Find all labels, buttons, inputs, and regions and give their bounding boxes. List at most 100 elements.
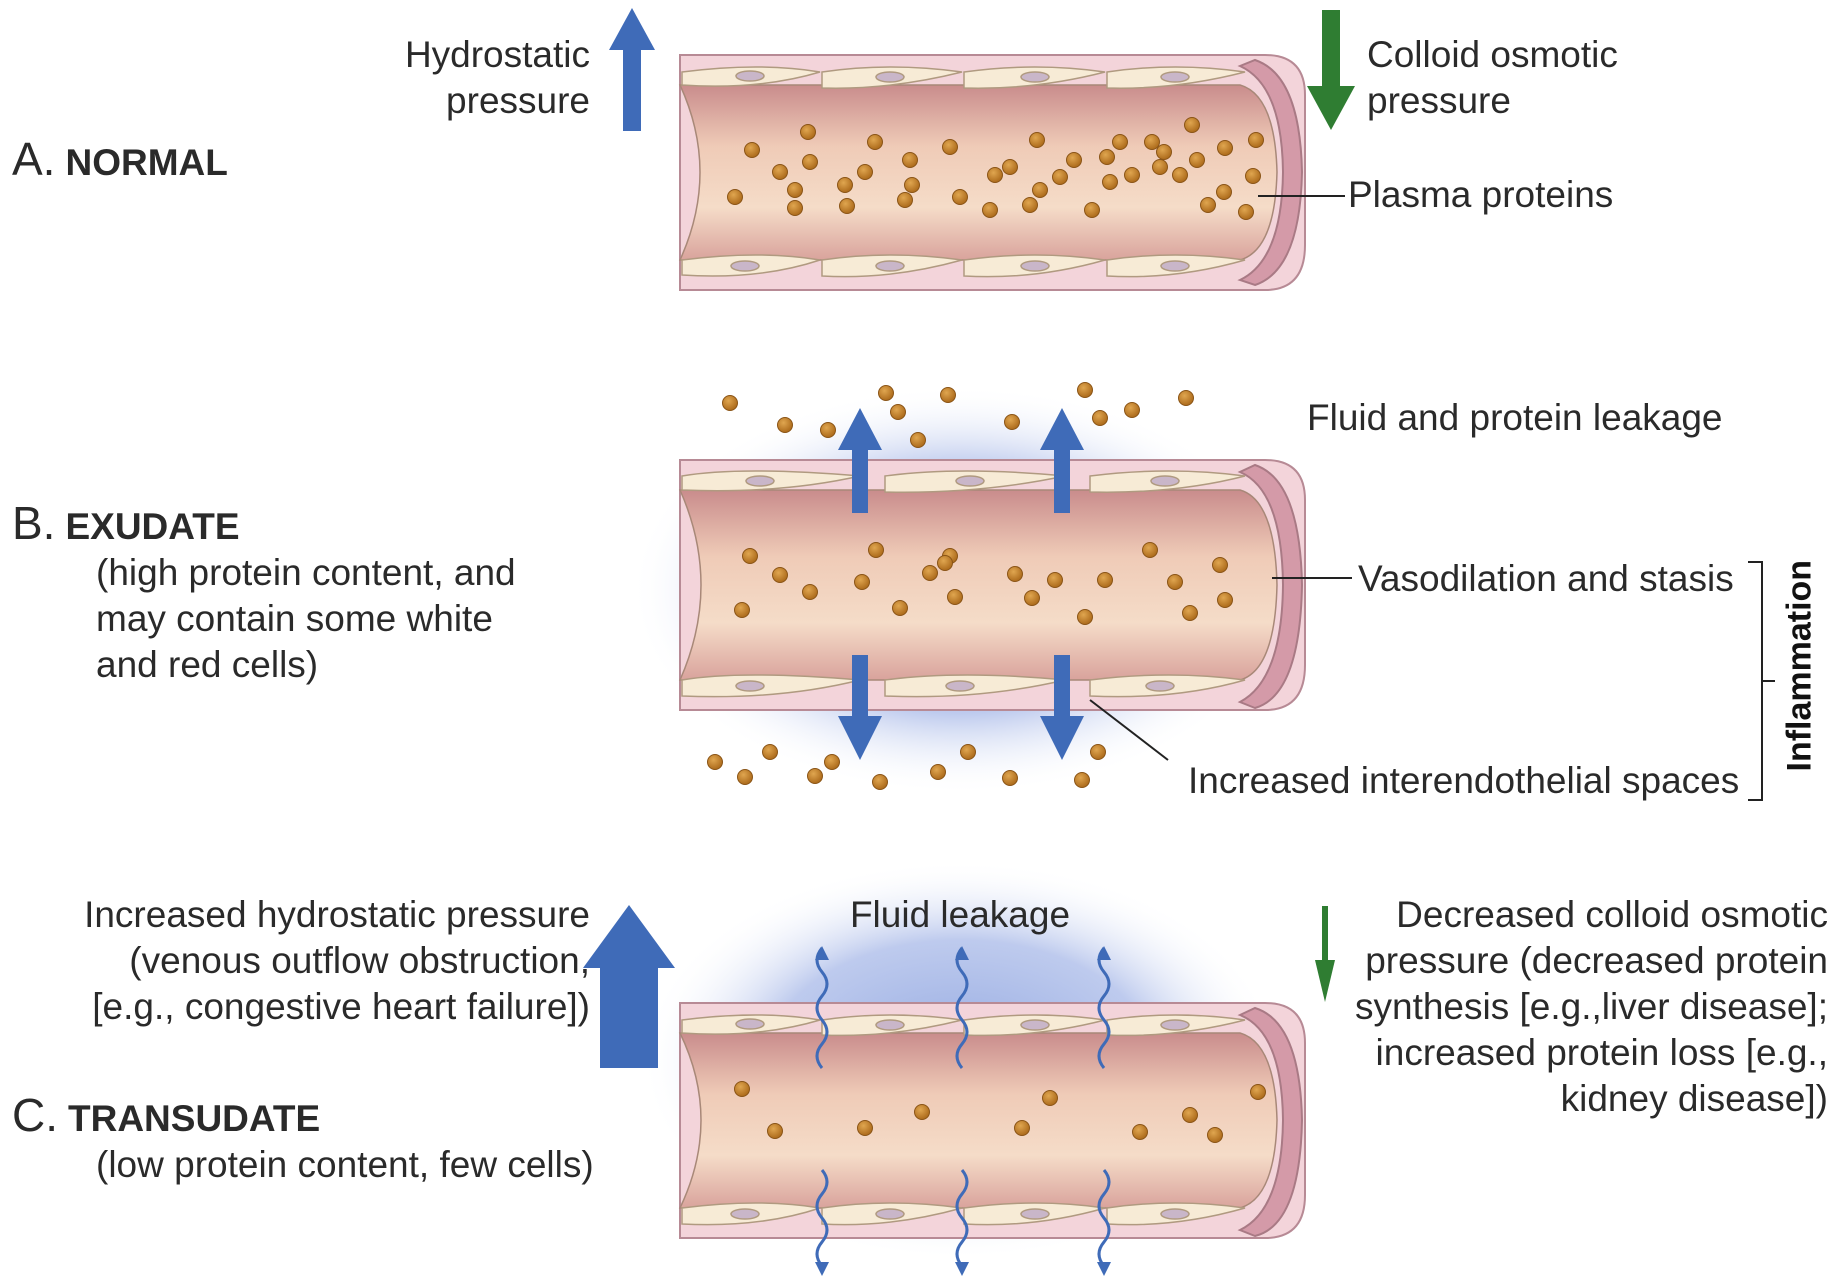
protein-dot xyxy=(728,190,743,205)
decreased-colloid-line-4: increased protein loss [e.g., xyxy=(1300,1030,1828,1076)
protein-dot xyxy=(773,165,788,180)
decreased-colloid-line-2: pressure (decreased protein xyxy=(1300,938,1828,984)
protein-dot xyxy=(825,755,840,770)
protein-dot xyxy=(938,556,953,571)
colloid-osmotic-line-2: pressure xyxy=(1367,78,1618,124)
protein-dot xyxy=(903,153,918,168)
protein-dot xyxy=(869,543,884,558)
protein-dot xyxy=(931,765,946,780)
protein-dot xyxy=(1033,183,1048,198)
decreased-colloid-line-1: Decreased colloid osmotic xyxy=(1300,892,1828,938)
protein-dot xyxy=(768,1124,783,1139)
protein-dot xyxy=(1025,591,1040,606)
protein-dot xyxy=(1133,1125,1148,1140)
protein-dot xyxy=(1093,411,1108,426)
exudate-description: (high protein content, and may contain s… xyxy=(96,550,516,688)
protein-dot xyxy=(1246,169,1261,184)
protein-dot xyxy=(723,396,738,411)
colloid-osmotic-line-1: Colloid osmotic xyxy=(1367,32,1618,78)
protein-dot xyxy=(840,199,855,214)
protein-dot xyxy=(1218,593,1233,608)
protein-dot xyxy=(1183,1108,1198,1123)
protein-dot xyxy=(1145,135,1160,150)
protein-dot xyxy=(743,549,758,564)
protein-dot xyxy=(1157,145,1172,160)
protein-dot xyxy=(1048,573,1063,588)
protein-dot xyxy=(1043,1091,1058,1106)
protein-dot xyxy=(915,1105,930,1120)
protein-dot xyxy=(1053,170,1068,185)
protein-dot xyxy=(738,770,753,785)
protein-dot xyxy=(1078,383,1093,398)
protein-dot xyxy=(941,388,956,403)
fluid-leakage-label: Fluid leakage xyxy=(830,892,1090,938)
protein-dot xyxy=(1015,1121,1030,1136)
section-c-title: C.TRANSUDATE xyxy=(12,1092,320,1142)
protein-dot xyxy=(1213,558,1228,573)
protein-dot xyxy=(1098,573,1113,588)
protein-dot xyxy=(745,143,760,158)
hydrostatic-pressure-line-2: pressure xyxy=(370,78,590,124)
protein-dot xyxy=(735,1082,750,1097)
vasodilation-stasis-label: Vasodilation and stasis xyxy=(1358,556,1734,602)
protein-dot xyxy=(1185,118,1200,133)
protein-dot xyxy=(1143,543,1158,558)
section-b-letter: B. xyxy=(12,497,55,549)
protein-dot xyxy=(983,203,998,218)
endothelium-bottom-exudate xyxy=(682,675,1245,697)
section-a-title: A.NORMAL xyxy=(12,136,228,186)
protein-dot xyxy=(708,755,723,770)
plasma-proteins-label: Plasma proteins xyxy=(1348,172,1613,218)
protein-dot xyxy=(923,566,938,581)
section-a-letter: A. xyxy=(12,133,55,185)
protein-dot xyxy=(1030,133,1045,148)
increased-hydrostatic-line-3: [e.g., congestive heart failure]) xyxy=(70,984,590,1030)
protein-dot xyxy=(891,405,906,420)
protein-dot xyxy=(868,135,883,150)
decreased-colloid-label: Decreased colloid osmotic pressure (decr… xyxy=(1300,892,1828,1122)
arrow-up-hydrostatic-normal xyxy=(609,8,655,131)
protein-dot xyxy=(858,165,873,180)
inflammation-label: Inflammation xyxy=(1781,592,1820,772)
hydrostatic-pressure-label: Hydrostatic pressure xyxy=(370,32,590,124)
protein-dot xyxy=(1125,403,1140,418)
protein-dot xyxy=(1023,198,1038,213)
exudate-desc-line-2: may contain some white xyxy=(96,596,516,642)
protein-dot xyxy=(1208,1128,1223,1143)
section-a-name: NORMAL xyxy=(65,142,227,183)
protein-dot xyxy=(873,775,888,790)
increased-hydrostatic-label: Increased hydrostatic pressure (venous o… xyxy=(70,892,590,1030)
protein-dot xyxy=(788,201,803,216)
protein-dot xyxy=(1173,168,1188,183)
protein-dot xyxy=(948,590,963,605)
protein-dot xyxy=(1113,135,1128,150)
protein-dot xyxy=(1008,567,1023,582)
increased-hydrostatic-line-2: (venous outflow obstruction, xyxy=(70,938,590,984)
protein-dot xyxy=(778,418,793,433)
protein-dot xyxy=(773,568,788,583)
protein-dot xyxy=(1075,773,1090,788)
protein-dot xyxy=(1003,771,1018,786)
protein-dot xyxy=(1218,141,1233,156)
protein-dot xyxy=(1217,185,1232,200)
protein-dot xyxy=(1091,745,1106,760)
protein-dot xyxy=(1067,153,1082,168)
protein-dot xyxy=(1190,153,1205,168)
protein-dot xyxy=(1005,415,1020,430)
protein-dot xyxy=(858,1121,873,1136)
protein-dot xyxy=(1239,205,1254,220)
interendothelial-spaces-label: Increased interendothelial spaces xyxy=(1188,758,1739,804)
protein-dot xyxy=(1251,1085,1266,1100)
protein-dot xyxy=(911,433,926,448)
protein-dot xyxy=(803,155,818,170)
protein-dot xyxy=(1125,168,1140,183)
protein-dot xyxy=(803,585,818,600)
protein-dot xyxy=(801,125,816,140)
endothelium-top-exudate xyxy=(682,471,1245,492)
protein-dot xyxy=(821,423,836,438)
protein-dot xyxy=(838,178,853,193)
protein-dot xyxy=(1153,160,1168,175)
protein-dot xyxy=(1103,175,1118,190)
protein-dot xyxy=(735,603,750,618)
protein-dot xyxy=(898,193,913,208)
